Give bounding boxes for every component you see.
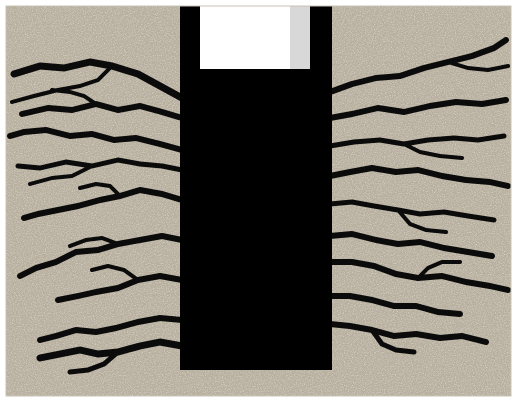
borehole-upper-shading (290, 6, 310, 69)
